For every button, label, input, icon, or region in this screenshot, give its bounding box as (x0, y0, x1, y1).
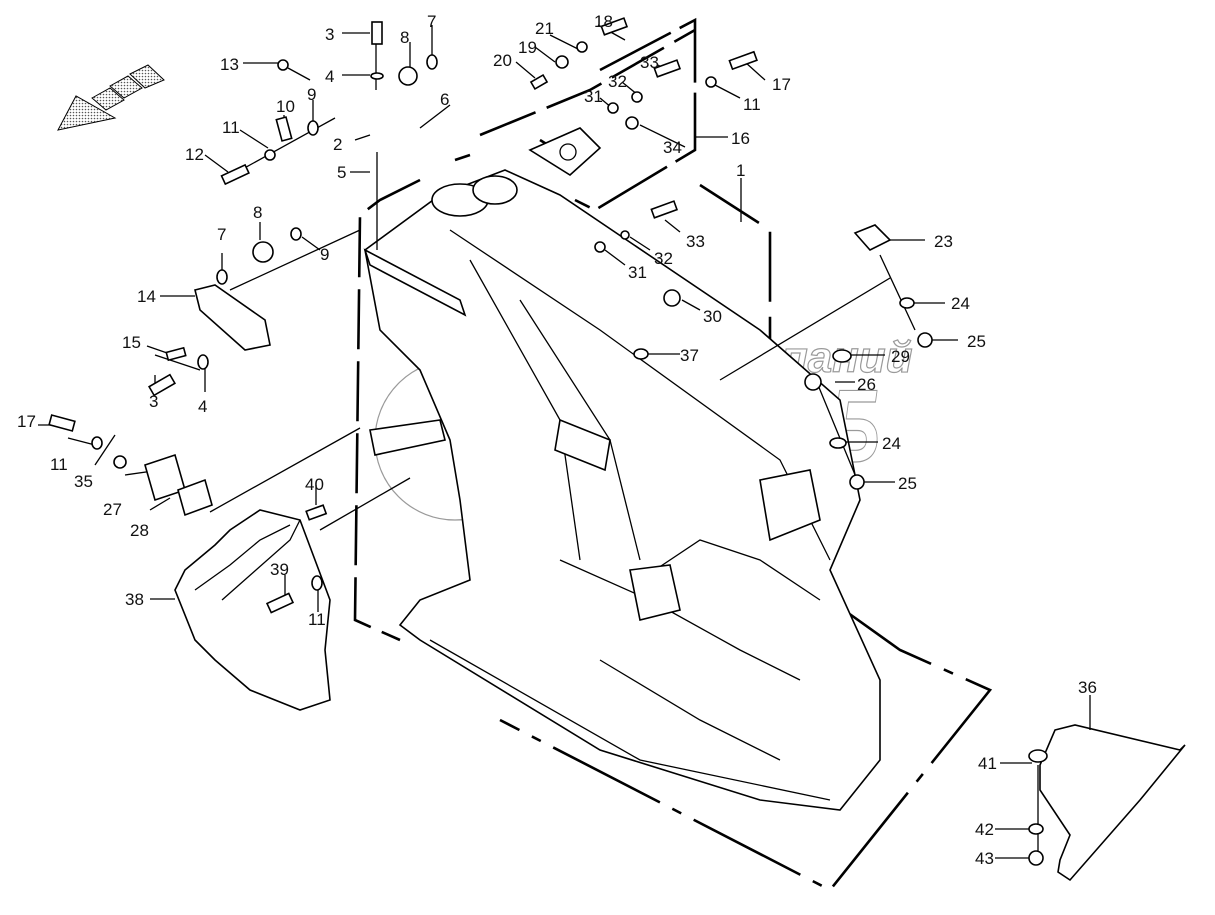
callout-8: 8 (400, 28, 409, 47)
callout-10: 10 (276, 97, 295, 116)
callout-18: 18 (594, 12, 613, 31)
callout-5: 5 (337, 163, 346, 182)
callout-labels: 3 7 13 8 4 10 9 6 11 2 12 5 18 21 19 20 … (17, 12, 1097, 868)
callout-36: 36 (1078, 678, 1097, 697)
callout-24: 24 (951, 294, 970, 313)
part-36-plate (1039, 724, 1186, 882)
callout-27: 27 (103, 500, 122, 519)
subassembly-16-boundary (479, 17, 697, 212)
callout-4: 4 (325, 67, 334, 86)
callout-41: 41 (978, 754, 997, 773)
callout-40: 40 (305, 475, 324, 494)
callout-23: 23 (934, 232, 953, 251)
callout-38: 38 (125, 590, 144, 609)
callout-39: 39 (270, 560, 289, 579)
callout-42: 42 (975, 820, 994, 839)
callout-19: 19 (518, 38, 537, 57)
callout-14: 14 (137, 287, 156, 306)
callout-9: 9 (320, 245, 329, 264)
callout-9: 9 (307, 85, 316, 104)
callout-26: 26 (857, 375, 876, 394)
callout-24: 24 (882, 434, 901, 453)
callout-28: 28 (130, 521, 149, 540)
callout-31: 31 (584, 87, 603, 106)
callout-34: 34 (663, 138, 682, 157)
callout-32: 32 (608, 72, 627, 91)
callout-37: 37 (680, 346, 699, 365)
main-frame (363, 127, 881, 811)
callout-21: 21 (535, 19, 554, 38)
callout-15: 15 (122, 333, 141, 352)
callout-43: 43 (975, 849, 994, 868)
callout-29: 29 (891, 347, 910, 366)
hardware (48, 17, 1048, 866)
leader-lines (38, 24, 1091, 859)
callout-3: 3 (325, 25, 334, 44)
callout-20: 20 (493, 51, 512, 70)
callout-12: 12 (185, 145, 204, 164)
callout-11: 11 (50, 455, 68, 474)
callout-11: 11 (743, 95, 761, 114)
callout-33: 33 (686, 232, 705, 251)
callout-11: 11 (308, 610, 326, 629)
callout-16: 16 (731, 129, 750, 148)
callout-8: 8 (253, 203, 262, 222)
callout-3: 3 (149, 392, 158, 411)
callout-7: 7 (427, 12, 436, 31)
callout-11: 11 (222, 118, 240, 137)
callout-17: 17 (17, 412, 36, 431)
callout-2: 2 (333, 135, 342, 154)
callout-25: 25 (967, 332, 986, 351)
callout-1: 1 (736, 161, 745, 180)
callout-6: 6 (440, 90, 449, 109)
callout-25: 25 (898, 474, 917, 493)
part-38-guard (174, 509, 331, 711)
callout-32: 32 (654, 249, 673, 268)
callout-30: 30 (703, 307, 722, 326)
callout-31: 31 (628, 263, 647, 282)
callout-7: 7 (217, 225, 226, 244)
front-direction-arrow-icon (57, 64, 165, 131)
callout-4: 4 (198, 397, 207, 416)
callout-33: 33 (640, 53, 659, 72)
callout-35: 35 (74, 472, 93, 491)
callout-17: 17 (772, 75, 791, 94)
callout-13: 13 (220, 55, 239, 74)
